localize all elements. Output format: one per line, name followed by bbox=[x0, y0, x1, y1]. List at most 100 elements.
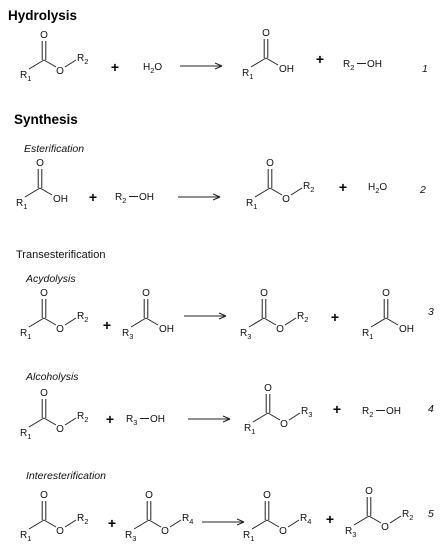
bond-c-oh bbox=[385, 317, 399, 326]
bond-r-c bbox=[130, 317, 147, 328]
ester-o-label: O bbox=[276, 324, 284, 335]
alkyl-r-label: R2 bbox=[77, 311, 88, 324]
bond-r-c bbox=[248, 317, 265, 328]
hydroxyl-label: OH bbox=[386, 406, 401, 417]
ester-o-label: O bbox=[161, 526, 169, 537]
carbonyl-o-label: O bbox=[40, 30, 48, 41]
carbonyl-o-label: O bbox=[263, 490, 271, 501]
bond-o-r bbox=[64, 317, 77, 326]
bond-r-c bbox=[133, 519, 150, 530]
plus-sign: + bbox=[103, 317, 111, 333]
reaction-arrow bbox=[180, 62, 223, 70]
acyl-r-label: R3 bbox=[345, 526, 356, 539]
alkyl-r-label: R2 bbox=[297, 311, 308, 324]
bond-c-o bbox=[267, 412, 281, 421]
bond-o-r bbox=[389, 515, 402, 524]
acyl-r-label: R1 bbox=[20, 428, 31, 441]
bond-o-r bbox=[288, 412, 301, 421]
plus-sign: + bbox=[339, 179, 347, 195]
carbonyl-o-label: O bbox=[142, 288, 150, 299]
alkyl-r-label: R2 bbox=[362, 406, 373, 419]
bond-o-r bbox=[284, 317, 297, 326]
bond-r-c bbox=[250, 57, 267, 68]
arrow-head bbox=[236, 518, 245, 523]
arrow-head bbox=[218, 315, 227, 320]
alkyl-r-label: R2 bbox=[402, 509, 413, 522]
bond-c-o bbox=[269, 187, 283, 196]
ester-o-label: O bbox=[56, 324, 64, 335]
alkyl-r-label: R2 bbox=[77, 53, 88, 66]
hydroxyl-label: OH bbox=[150, 414, 165, 425]
arrow-head bbox=[214, 65, 223, 70]
acyl-r-label: R1 bbox=[362, 328, 373, 341]
bond-c-o bbox=[263, 317, 277, 326]
ester-molecule: R1 O O R2 bbox=[20, 288, 88, 341]
ester-o-label: O bbox=[282, 194, 290, 205]
bond-o-r bbox=[64, 519, 77, 528]
carbonyl-o-label: O bbox=[260, 288, 268, 299]
hydroxyl-label: OH bbox=[139, 192, 154, 203]
alkyl-r-label: R2 bbox=[303, 181, 314, 194]
reaction-arrow bbox=[202, 518, 245, 526]
bond-r-c bbox=[24, 187, 41, 198]
bond-r-c bbox=[353, 515, 370, 526]
bond-c-o bbox=[43, 59, 57, 68]
reaction-number: 4 bbox=[428, 403, 434, 415]
alkyl-r-label: R3 bbox=[301, 406, 312, 419]
ester-o-label: O bbox=[279, 526, 287, 537]
bond-c-o bbox=[43, 317, 57, 326]
heading-interesterification: Interesterification bbox=[26, 470, 106, 482]
reaction-arrow bbox=[188, 415, 231, 423]
plus-sign: + bbox=[326, 511, 334, 527]
bond-o-r bbox=[287, 519, 300, 528]
reaction-number: 3 bbox=[428, 306, 434, 318]
carbonyl-o-label: O bbox=[382, 288, 390, 299]
bond-c-oh bbox=[265, 57, 279, 66]
carbonyl-o-label: O bbox=[40, 490, 48, 501]
heading-transesterification: Transesterification bbox=[16, 249, 105, 261]
reaction-arrow bbox=[178, 193, 221, 201]
plus-sign: + bbox=[111, 59, 119, 75]
bond-c-o bbox=[266, 519, 280, 528]
bond-r-c bbox=[370, 317, 387, 328]
alkyl-r-label: R3 bbox=[126, 414, 137, 427]
bond-r-c bbox=[254, 187, 271, 198]
bond-c-oh bbox=[39, 187, 53, 196]
water-molecule: H2O bbox=[368, 182, 387, 195]
reaction-number: 2 bbox=[419, 184, 426, 196]
arrow-head bbox=[212, 196, 221, 201]
carbonyl-o-label: O bbox=[40, 288, 48, 299]
heading-acydolysis: Acydolysis bbox=[25, 273, 76, 285]
alkyl-r-label: R2 bbox=[77, 411, 88, 424]
ester-o-label: O bbox=[280, 419, 288, 430]
carbonyl-o-label: O bbox=[40, 388, 48, 399]
carbonyl-o-label: O bbox=[145, 490, 153, 501]
ester-o-label: O bbox=[56, 66, 64, 77]
reaction-number: 5 bbox=[428, 508, 434, 520]
arrow-head bbox=[214, 62, 223, 67]
acyl-r-label: R1 bbox=[20, 328, 31, 341]
acyl-r-label: R3 bbox=[122, 328, 133, 341]
bond-o-r bbox=[169, 519, 182, 528]
hydroxyl-label: OH bbox=[399, 324, 414, 335]
ester-o-label: O bbox=[56, 526, 64, 537]
acyl-r-label: R1 bbox=[244, 423, 255, 436]
acyl-r-label: R1 bbox=[246, 198, 257, 211]
bond-r-c bbox=[252, 412, 269, 423]
bond-r-c bbox=[251, 519, 268, 530]
bond-r-c bbox=[28, 317, 45, 328]
bond-c-oh bbox=[145, 317, 159, 326]
heading-esterification: Esterification bbox=[24, 143, 84, 155]
bond-r-c bbox=[28, 59, 45, 70]
